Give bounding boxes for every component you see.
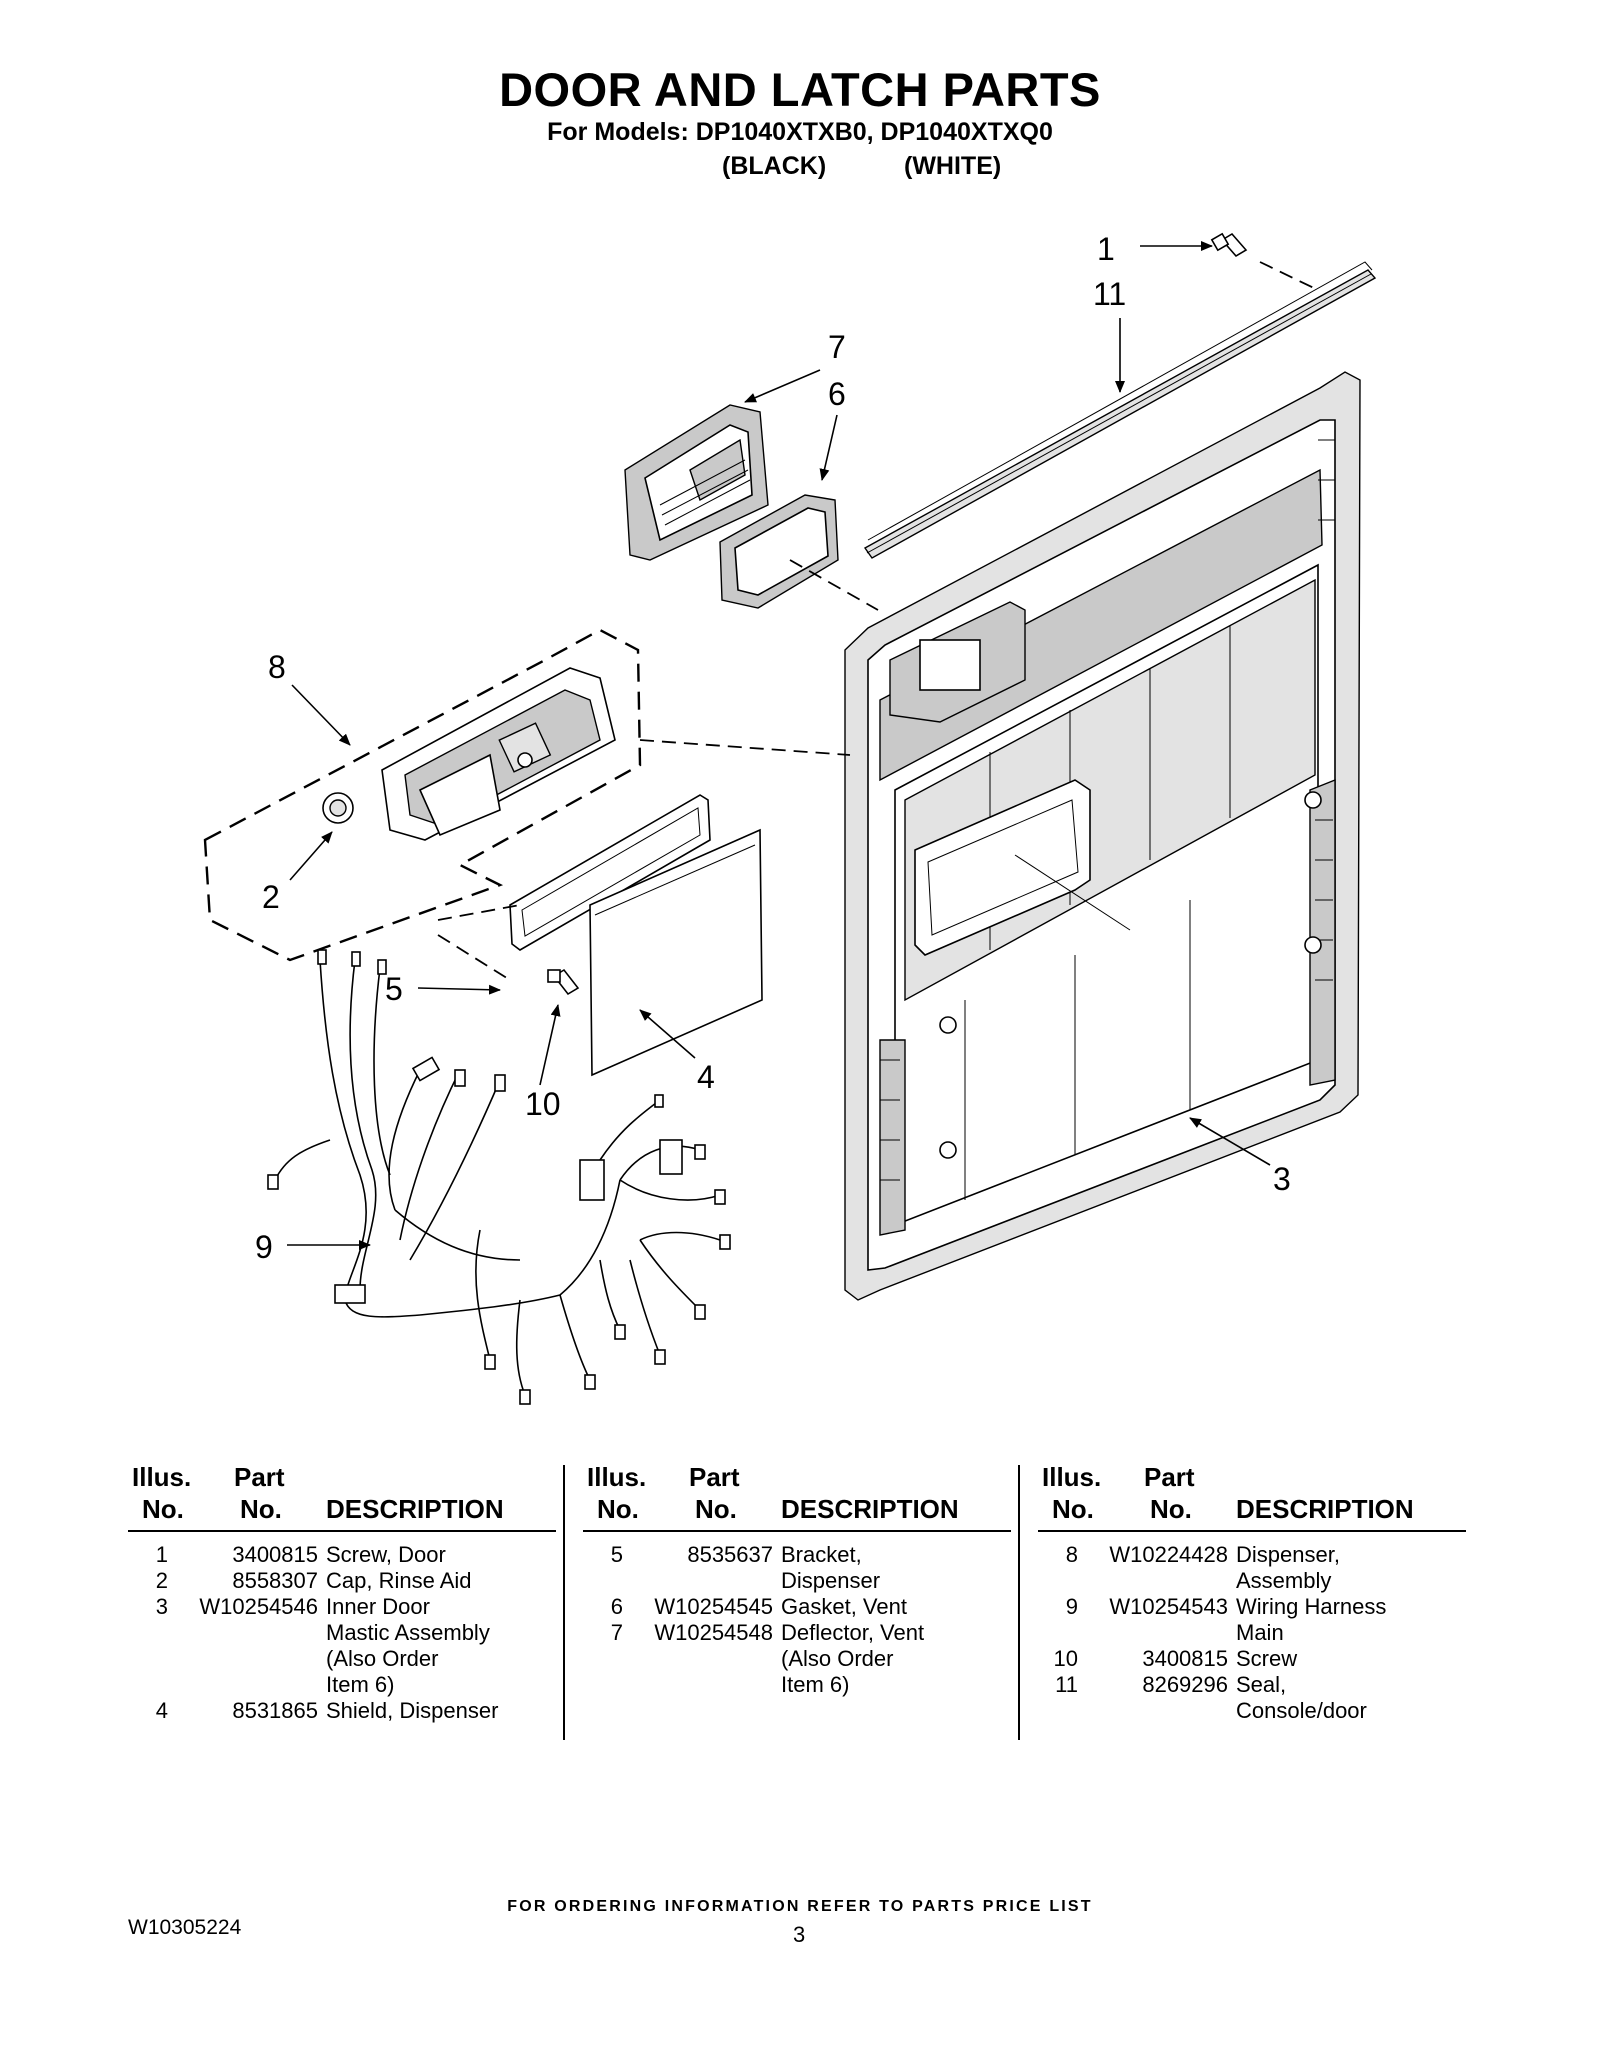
callout-8: 8 [268, 649, 286, 685]
header-part: Part [234, 1462, 285, 1492]
callout-2: 2 [262, 879, 280, 915]
callout-9: 9 [255, 1229, 273, 1265]
callout-5: 5 [385, 971, 403, 1007]
variant-black-label: (BLACK) [722, 152, 827, 180]
callout-10: 10 [525, 1086, 561, 1122]
vent-gasket [719, 494, 839, 609]
parts-table-column-1: Illus. No. Part No. DESCRIPTION 1 340081… [128, 1462, 556, 1723]
door-screw [1210, 232, 1248, 258]
page-title: DOOR AND LATCH PARTS [499, 63, 1101, 116]
table-row: 10 3400815 Screw [1053, 1646, 1298, 1671]
parts-table-column-2: Illus. No. Part No. DESCRIPTION 5 853563… [583, 1462, 1011, 1697]
callout-3: 3 [1273, 1161, 1291, 1197]
vent-deflector [624, 404, 769, 561]
table-row: 5 8535637 Bracket, Dispenser [610, 1542, 881, 1593]
bracket-screw [547, 968, 580, 996]
rinse-aid-cap [322, 792, 354, 824]
table-divider-1 [563, 1465, 565, 1740]
ordering-info-note: FOR ORDERING INFORMATION REFER TO PARTS … [507, 1898, 1093, 1915]
header-illus-no: No. [142, 1494, 184, 1524]
table-row: 3 W10254546 Inner Door Mastic Assembly (… [155, 1594, 490, 1697]
parts-table-header: Illus. No. Part No. DESCRIPTION [128, 1462, 548, 1528]
callout-1: 1 [1097, 231, 1115, 267]
dispenser-shield [589, 828, 763, 1077]
dispenser-assembly-group-box [203, 628, 642, 962]
page-number: 3 [793, 1922, 806, 1947]
callout-11: 11 [1093, 276, 1126, 312]
table-divider-2 [1018, 1465, 1020, 1740]
exploded-parts-diagram: 1 11 7 6 8 2 5 10 4 3 9 [203, 231, 1377, 1405]
document-number: W10305224 [128, 1916, 242, 1939]
table-row: 9 W10254543 Wiring Harness Main [1065, 1594, 1387, 1645]
table-row: 7 W10254548 Deflector, Vent (Also Order … [610, 1620, 925, 1697]
main-wiring-harness [274, 959, 721, 1396]
table-row: 11 8269296 Seal, Console/door [1055, 1672, 1367, 1723]
inner-door-assembly [844, 371, 1361, 1301]
table-row: 6 W10254545 Gasket, Vent [610, 1594, 907, 1619]
model-subtitle: For Models: DP1040XTXB0, DP1040XTXQ0 [547, 118, 1053, 146]
table-row: 2 8558307 Cap, Rinse Aid [155, 1568, 472, 1593]
header-description: DESCRIPTION [326, 1494, 504, 1524]
callout-7: 7 [828, 329, 846, 365]
parts-table-column-3: Illus. No. Part No. DESCRIPTION 8 W10224… [1038, 1462, 1466, 1723]
dispenser-assembly [381, 667, 616, 841]
dispenser-bracket [509, 794, 711, 951]
table-row: 1 3400815 Screw, Door [155, 1542, 446, 1567]
header-part-no: No. [240, 1494, 282, 1524]
callout-4: 4 [697, 1059, 715, 1095]
table-row: 4 8531865 Shield, Dispenser [155, 1698, 499, 1723]
variant-white-label: (WHITE) [904, 152, 1002, 180]
table-row: 8 W10224428 Dispenser, Assembly [1065, 1542, 1340, 1593]
header-illus: Illus. [132, 1462, 192, 1492]
callout-6: 6 [828, 376, 846, 412]
